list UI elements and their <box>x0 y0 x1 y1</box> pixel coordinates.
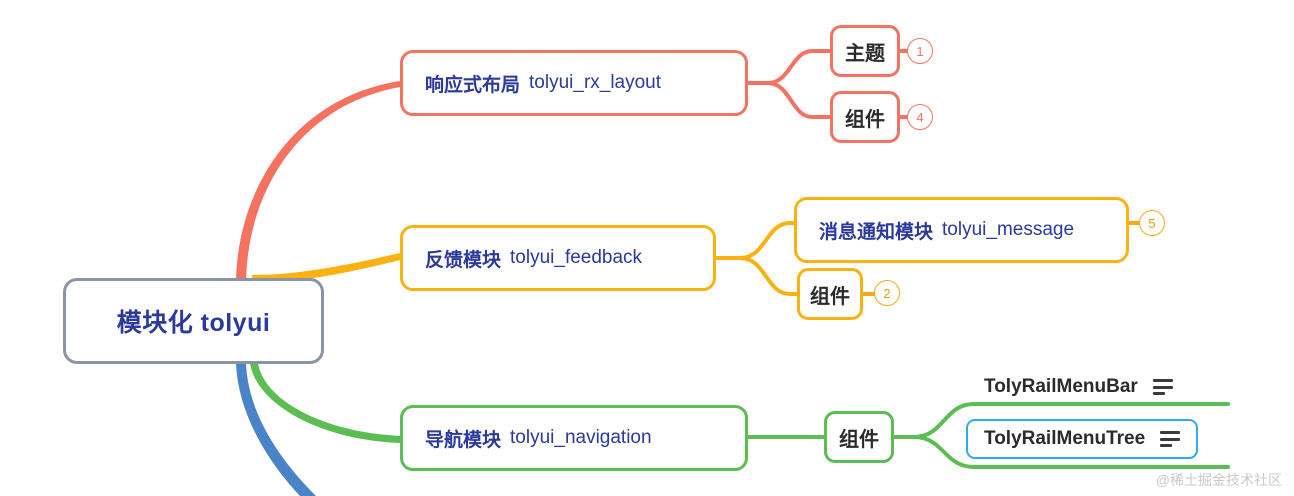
badge-count-component-rx: 4 <box>907 104 933 130</box>
root-node-label: 模块化 tolyui <box>116 309 271 337</box>
watermark: @稀土掘金技术社区 <box>1155 472 1282 488</box>
branch-label-en: tolyui_feedback <box>510 247 643 268</box>
edge-root-to-feedback <box>252 253 400 283</box>
edge-root-to-offscreen-blue <box>236 363 316 496</box>
leaf-label-en: tolyui_message <box>942 219 1075 240</box>
branch-label-cn: 导航模块 <box>425 429 502 451</box>
branch-node-feedback[interactable]: 反馈模块 tolyui_feedback <box>400 225 716 291</box>
menu-list-icon <box>1160 431 1181 447</box>
leaf-node-component-feedback[interactable]: 组件 <box>797 268 863 320</box>
edge-feedback-fork <box>714 221 799 296</box>
rail-item-toly-rail-menu-tree[interactable]: TolyRailMenuTree <box>966 419 1199 459</box>
root-node[interactable]: 模块化 tolyui <box>63 278 324 364</box>
edge-theme-to-badge <box>898 49 910 119</box>
branch-label-en: tolyui_rx_layout <box>529 72 662 93</box>
leaf-node-label: 组件 <box>845 108 885 131</box>
leaf-node-label: 组件 <box>839 428 879 451</box>
leaf-node-theme[interactable]: 主题 <box>830 25 900 77</box>
edge-root-to-rx-layout <box>236 81 400 281</box>
badge-count-component-feedback: 2 <box>874 280 900 306</box>
leaf-label-cn: 消息通知模块 <box>819 221 934 243</box>
edge-component-fork-rail <box>892 402 1230 469</box>
edge-message-to-badge <box>861 221 1142 296</box>
leaf-node-label: 主题 <box>845 42 885 65</box>
menu-list-icon <box>1152 379 1173 395</box>
rail-item-label: TolyRailMenuTree <box>984 428 1146 449</box>
badge-count-message: 5 <box>1139 210 1165 236</box>
edge-root-to-navigation <box>250 363 400 443</box>
branch-label-en: tolyui_navigation <box>510 427 652 448</box>
leaf-node-message[interactable]: 消息通知模块 tolyui_message <box>794 197 1129 263</box>
branch-label-cn: 反馈模块 <box>425 249 502 271</box>
leaf-node-component-navigation[interactable]: 组件 <box>824 411 894 463</box>
branch-label-cn: 响应式布局 <box>425 74 521 96</box>
rail-item-label: TolyRailMenuBar <box>984 376 1138 397</box>
leaf-node-component-rx[interactable]: 组件 <box>830 91 900 143</box>
badge-count-theme: 1 <box>907 38 933 64</box>
edge-rx-layout-fork <box>746 49 832 119</box>
leaf-node-label: 组件 <box>810 285 850 308</box>
rail-item-toly-rail-menu-bar[interactable]: TolyRailMenuBar <box>984 373 1173 401</box>
branch-node-navigation[interactable]: 导航模块 tolyui_navigation <box>400 405 748 471</box>
branch-node-rx-layout[interactable]: 响应式布局 tolyui_rx_layout <box>400 50 748 116</box>
